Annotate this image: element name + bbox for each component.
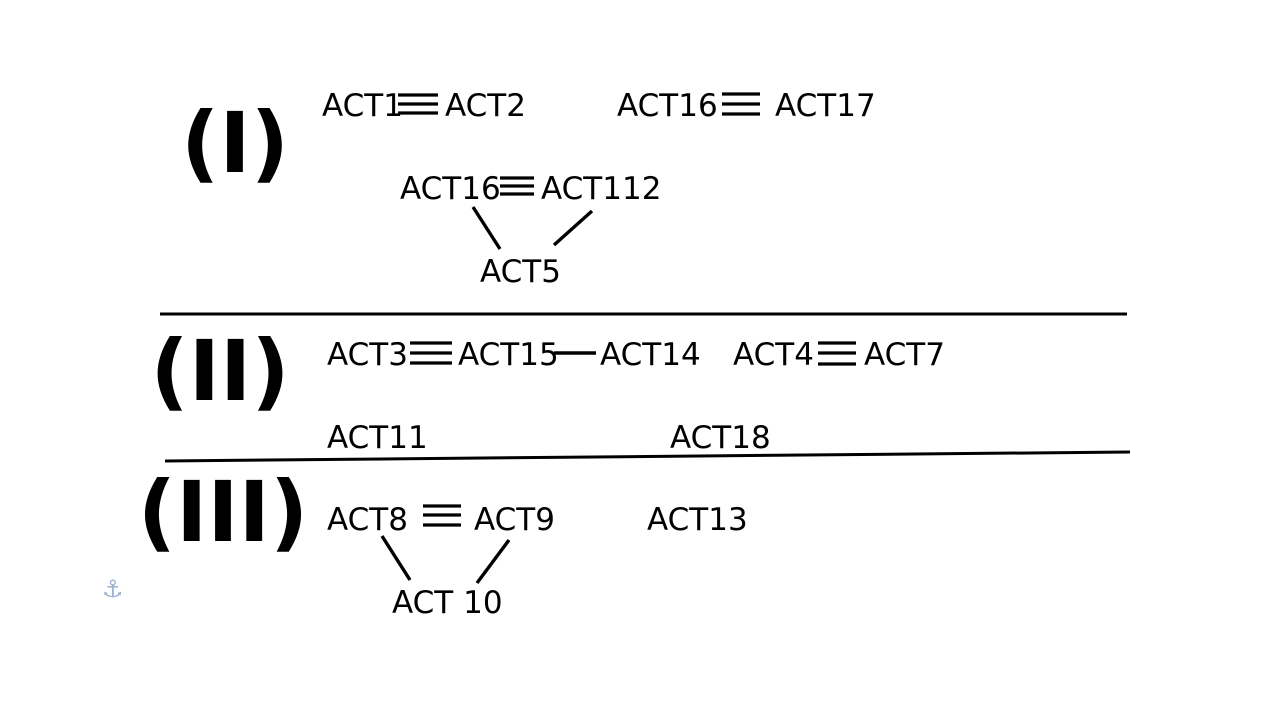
node-act9: ACT9 — [474, 502, 555, 538]
node-act18: ACT18 — [670, 420, 771, 456]
link-act16-act112-triple — [500, 176, 534, 196]
node-act13: ACT13 — [647, 502, 748, 538]
link-act9-act10 — [475, 538, 511, 585]
node-act2: ACT2 — [445, 88, 526, 124]
link-act1-act2-triple — [398, 93, 438, 115]
node-act11: ACT11 — [327, 420, 428, 456]
section-label-3: (III) — [138, 463, 309, 561]
node-act10: ACT 10 — [392, 585, 503, 621]
section-divider-2 — [164, 450, 1131, 463]
section-label-1: (I) — [181, 94, 289, 192]
node-act16-top: ACT16 — [617, 88, 718, 124]
anchor-icon[interactable]: ⚓ — [102, 575, 124, 603]
link-act3-act15-triple — [410, 341, 452, 365]
link-act16-act17-triple — [722, 92, 760, 116]
node-act16-mid: ACT16 — [400, 171, 501, 207]
node-act8: ACT8 — [327, 502, 408, 538]
section-label-2: (II) — [150, 322, 289, 420]
link-act8-act9-triple — [423, 504, 461, 527]
node-act14: ACT14 — [600, 337, 701, 373]
node-act4: ACT4 — [733, 337, 814, 373]
link-act4-act7-triple — [818, 341, 856, 366]
link-act8-act10 — [380, 535, 412, 581]
node-act15: ACT15 — [458, 337, 559, 373]
link-act112-act5 — [552, 209, 594, 247]
node-act5: ACT5 — [480, 254, 561, 290]
node-act7: ACT7 — [864, 337, 945, 373]
node-act17: ACT17 — [775, 88, 876, 124]
link-act16-act5 — [471, 206, 502, 250]
node-act1: ACT1 — [322, 88, 403, 124]
node-act3: ACT3 — [327, 337, 408, 373]
node-act112: ACT112 — [541, 171, 661, 207]
